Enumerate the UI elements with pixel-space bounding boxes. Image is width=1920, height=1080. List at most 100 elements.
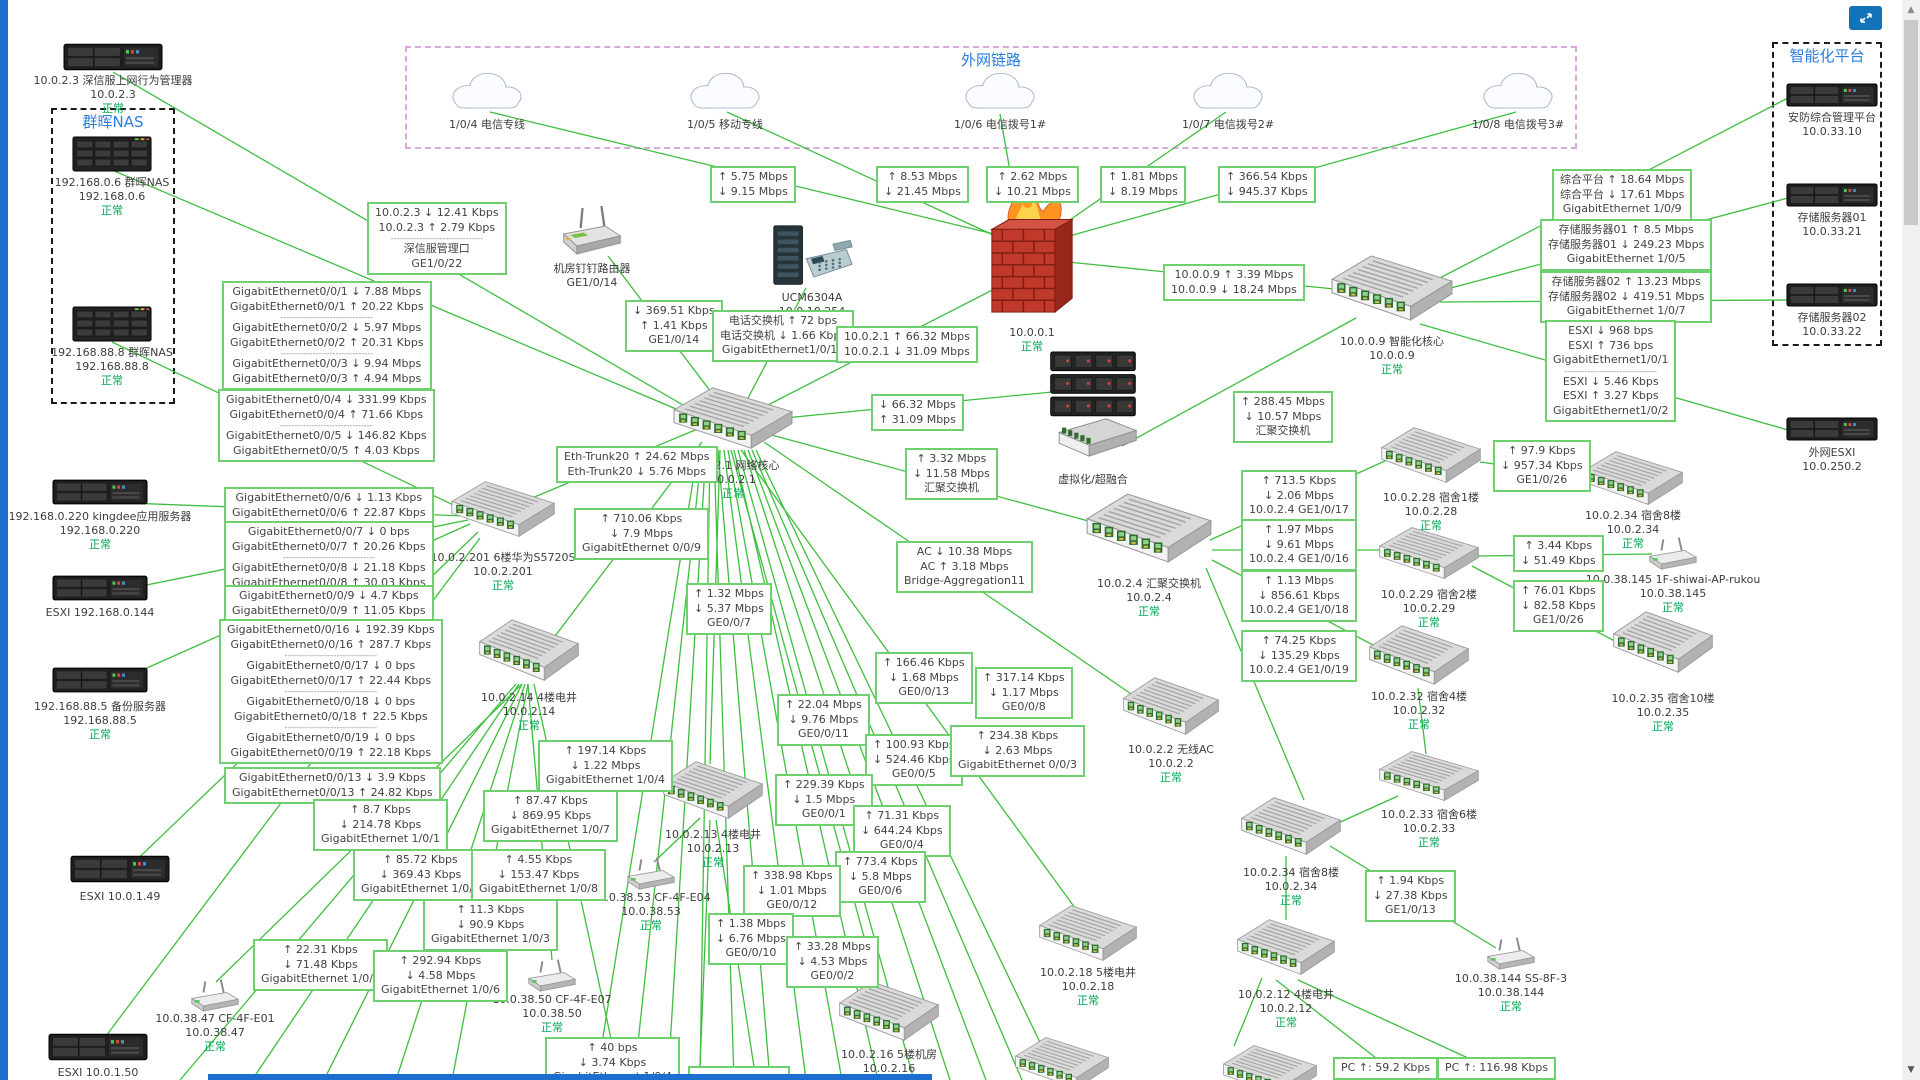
ap-icon[interactable] <box>1484 936 1538 970</box>
nas-icon[interactable] <box>72 136 152 172</box>
link-traffic-label[interactable]: PC ↑: 116.98 Kbps <box>1437 1057 1557 1080</box>
switch-icon[interactable] <box>1612 610 1714 674</box>
stack-icon[interactable] <box>1046 350 1140 460</box>
switch-icon[interactable] <box>838 980 940 1042</box>
server-icon[interactable] <box>48 1032 148 1062</box>
ap-icon[interactable] <box>624 856 678 890</box>
link-traffic-label[interactable]: ↑ 2.62 Mbps↓ 10.21 Mbps <box>986 166 1079 204</box>
ap-icon[interactable] <box>525 958 579 992</box>
link-traffic-label[interactable]: ↑ 3.44 Kbps↓ 51.49 Kbps <box>1513 535 1604 573</box>
nas-icon[interactable] <box>72 306 152 342</box>
switch-icon[interactable] <box>1085 492 1213 564</box>
switch-icon[interactable] <box>1038 904 1138 962</box>
server-icon[interactable] <box>1786 82 1878 108</box>
firewall-icon[interactable] <box>988 188 1076 318</box>
scrollbar-thumb[interactable] <box>1904 20 1918 225</box>
server-icon[interactable] <box>52 478 148 506</box>
link-traffic-label[interactable]: PC ↑: 59.2 Kbps <box>1333 1057 1439 1080</box>
cloud-icon[interactable] <box>1186 68 1270 114</box>
ap-icon[interactable] <box>1646 536 1700 570</box>
switch-icon[interactable] <box>1378 750 1480 802</box>
switch-icon[interactable] <box>662 760 764 820</box>
link-traffic-label[interactable]: ↑ 5.75 Mbps↓ 9.15 Mbps <box>710 166 796 204</box>
scroll-up-icon[interactable]: ▲ <box>1907 5 1915 15</box>
cloud-icon[interactable] <box>445 68 529 114</box>
link-traffic-label[interactable]: ↑ 1.81 Mbps↓ 8.19 Mbps <box>1100 166 1186 204</box>
cloud-icon[interactable] <box>958 68 1042 114</box>
server-icon[interactable] <box>63 42 163 72</box>
scroll-down-icon[interactable]: ▼ <box>1907 1065 1915 1075</box>
switch-icon[interactable] <box>672 386 794 450</box>
switch-icon[interactable] <box>1014 1036 1110 1080</box>
switch-icon[interactable] <box>1240 796 1342 856</box>
switch-icon[interactable] <box>1330 254 1454 322</box>
cloud-icon[interactable] <box>683 68 767 114</box>
switch-icon[interactable] <box>1122 676 1220 736</box>
link-traffic-label[interactable]: ↑ 366.54 Kbps↓ 945.37 Kbps <box>1218 166 1316 204</box>
server-icon[interactable] <box>52 666 148 694</box>
switch-icon[interactable] <box>1378 526 1480 580</box>
server-icon[interactable] <box>1786 182 1878 208</box>
switch-icon[interactable] <box>1368 624 1470 686</box>
switch-icon[interactable] <box>1582 450 1684 506</box>
cloud-icon[interactable] <box>1476 68 1560 114</box>
switch-icon[interactable] <box>1222 1044 1318 1080</box>
router-icon[interactable] <box>558 206 626 258</box>
link-traffic-label[interactable]: ↑ 8.53 Mbps↓ 21.45 Mbps <box>876 166 969 204</box>
server-icon[interactable] <box>1786 282 1878 308</box>
switch-icon[interactable] <box>450 480 556 538</box>
server-icon[interactable] <box>70 854 170 884</box>
server-icon[interactable] <box>52 574 148 602</box>
pbx-icon[interactable] <box>770 224 854 288</box>
fit-view-button[interactable] <box>1849 6 1882 30</box>
link-traffic-label[interactable]: ↓ 66.32 Mbps↑ 31.09 Mbps <box>871 394 964 432</box>
switch-icon[interactable] <box>478 618 580 682</box>
